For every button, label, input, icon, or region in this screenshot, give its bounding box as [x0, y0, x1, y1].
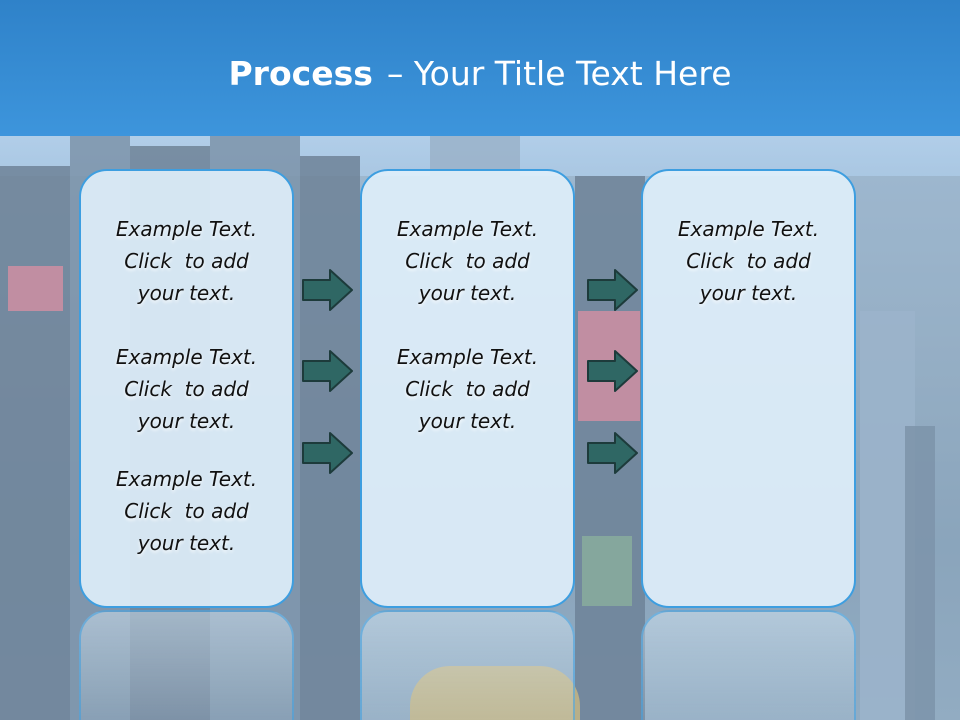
text-line: Example Text.: [677, 217, 820, 241]
right-arrow-icon[interactable]: [587, 432, 639, 474]
text-line: Click to add: [124, 249, 249, 273]
text-line: Click to add: [405, 249, 530, 273]
text-placeholder[interactable]: Example Text. Click to add your text.: [362, 213, 573, 309]
box-reflection: [360, 610, 575, 720]
process-box-2[interactable]: Example Text. Click to add your text. Ex…: [360, 169, 575, 608]
text-line: your text.: [137, 409, 236, 433]
text-placeholder[interactable]: Example Text. Click to add your text.: [81, 341, 292, 437]
slide-title[interactable]: Process – Your Title Text Here: [0, 52, 960, 96]
text-placeholder[interactable]: Example Text. Click to add your text.: [81, 213, 292, 309]
text-line: your text.: [699, 281, 798, 305]
text-line: Example Text.: [396, 345, 539, 369]
process-box-1[interactable]: Example Text. Click to add your text. Ex…: [79, 169, 294, 608]
text-line: Example Text.: [115, 217, 258, 241]
text-placeholder[interactable]: Example Text. Click to add your text.: [362, 341, 573, 437]
title-rest-text: – Your Title Text Here: [386, 54, 732, 93]
right-arrow-icon[interactable]: [587, 269, 639, 311]
text-line: Click to add: [124, 499, 249, 523]
background-building: [0, 166, 70, 720]
box-reflection: [641, 610, 856, 720]
text-line: Example Text.: [115, 467, 258, 491]
text-placeholder[interactable]: Example Text. Click to add your text.: [81, 463, 292, 559]
title-bold-text: Process: [228, 54, 373, 93]
background-sign: [8, 266, 63, 311]
process-box-3[interactable]: Example Text. Click to add your text.: [641, 169, 856, 608]
text-line: your text.: [137, 531, 236, 555]
text-line: Click to add: [686, 249, 811, 273]
right-arrow-icon[interactable]: [302, 432, 354, 474]
text-line: Example Text.: [396, 217, 539, 241]
text-line: your text.: [418, 281, 517, 305]
text-line: Example Text.: [115, 345, 258, 369]
text-line: Click to add: [405, 377, 530, 401]
background-sign: [582, 536, 632, 606]
box-reflection: [79, 610, 294, 720]
text-line: Click to add: [124, 377, 249, 401]
right-arrow-icon[interactable]: [302, 350, 354, 392]
right-arrow-icon[interactable]: [302, 269, 354, 311]
background-building: [905, 426, 935, 720]
text-line: your text.: [137, 281, 236, 305]
text-line: your text.: [418, 409, 517, 433]
text-placeholder[interactable]: Example Text. Click to add your text.: [643, 213, 854, 309]
right-arrow-icon[interactable]: [587, 350, 639, 392]
title-band: [0, 0, 960, 136]
